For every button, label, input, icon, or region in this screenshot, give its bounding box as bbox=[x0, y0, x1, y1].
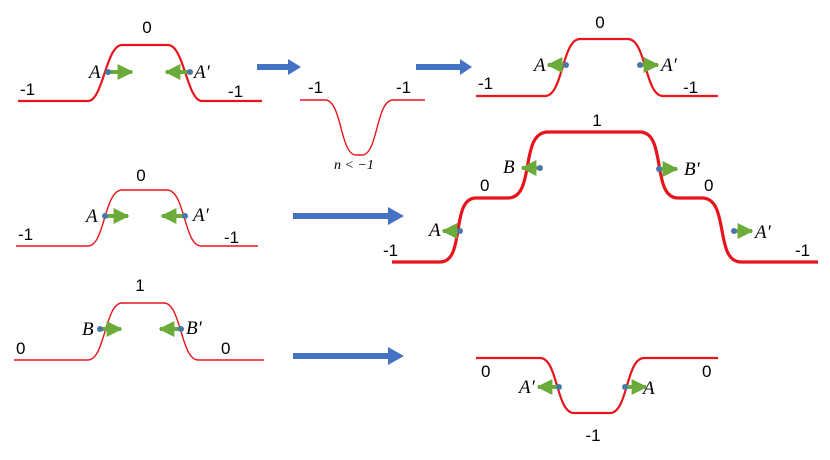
label-A: A bbox=[87, 62, 101, 83]
level-mid-right: 0 bbox=[704, 176, 713, 195]
kink-dot bbox=[105, 69, 111, 75]
level-left: -1 bbox=[20, 80, 35, 99]
condition-label: n < −1 bbox=[334, 158, 374, 173]
level-left: 0 bbox=[16, 339, 25, 358]
kink-dot bbox=[457, 228, 463, 234]
row1-middle-profile: -1 -1 n < −1 bbox=[300, 78, 425, 173]
level-right: -1 bbox=[795, 241, 810, 260]
level-mid-left: 0 bbox=[480, 176, 489, 195]
flow-arrow bbox=[293, 207, 404, 225]
level-left: -1 bbox=[478, 74, 493, 93]
level-right: 0 bbox=[221, 339, 230, 358]
level-right: -1 bbox=[683, 78, 698, 97]
level-left: -1 bbox=[18, 225, 33, 244]
label-B-prime: B′ bbox=[186, 318, 203, 339]
kink-dot bbox=[622, 384, 628, 390]
flow-arrow bbox=[416, 59, 472, 75]
label-A-prime: A′ bbox=[753, 222, 772, 243]
row2-right-profile: 1 0 0 -1 -1 B B′ A A′ bbox=[383, 111, 818, 264]
level-top: 1 bbox=[135, 276, 144, 295]
label-B-prime: B′ bbox=[684, 159, 701, 180]
level-bottom: -1 bbox=[585, 426, 600, 445]
label-B: B bbox=[503, 157, 515, 178]
level-top: 0 bbox=[595, 13, 604, 32]
kink-dot bbox=[97, 326, 103, 332]
label-A-prime: A′ bbox=[191, 205, 210, 226]
row1-right-profile: 0 -1 -1 A A′ bbox=[476, 13, 718, 98]
label-A: A bbox=[532, 55, 546, 76]
level-right: -1 bbox=[224, 228, 239, 247]
kink-dot bbox=[537, 165, 543, 171]
level-top: 0 bbox=[136, 166, 145, 185]
level-left: -1 bbox=[383, 241, 398, 260]
kink-dot bbox=[556, 384, 562, 390]
row3-right-profile: 0 0 -1 A′ A bbox=[476, 356, 718, 445]
row2-left-profile: 0 -1 -1 A A′ bbox=[16, 166, 258, 247]
level-left: -1 bbox=[308, 78, 323, 97]
label-A-prime: A′ bbox=[659, 55, 678, 76]
flow-arrow bbox=[293, 347, 404, 365]
kink-dot bbox=[182, 213, 188, 219]
kink-dot bbox=[731, 228, 737, 234]
level-right: 0 bbox=[702, 362, 711, 381]
kink-dot bbox=[563, 62, 569, 68]
flow-arrow bbox=[257, 59, 301, 75]
kink-dot bbox=[637, 62, 643, 68]
label-A: A bbox=[427, 220, 441, 241]
label-A-prime: A′ bbox=[517, 377, 536, 398]
level-right: -1 bbox=[228, 82, 243, 101]
label-A-prime: A′ bbox=[192, 62, 211, 83]
row1-left-profile: 0 -1 -1 A A′ bbox=[18, 18, 262, 103]
kink-dot bbox=[656, 166, 662, 172]
level-top: 0 bbox=[142, 18, 151, 37]
level-right: -1 bbox=[396, 78, 411, 97]
kink-dot bbox=[102, 213, 108, 219]
label-A: A bbox=[84, 206, 98, 227]
level-top: 1 bbox=[592, 111, 601, 130]
kink-dot bbox=[178, 326, 184, 332]
level-left: 0 bbox=[481, 362, 490, 381]
row3-left-profile: 1 0 0 B B′ bbox=[14, 276, 264, 361]
kink-dot bbox=[187, 69, 193, 75]
label-B: B bbox=[82, 319, 94, 340]
